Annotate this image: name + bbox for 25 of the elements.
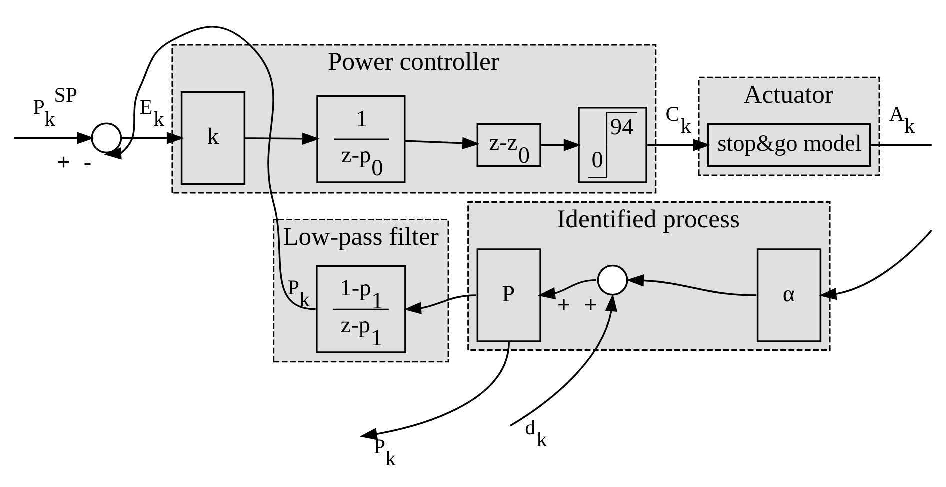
arrow xyxy=(819,229,932,300)
arrow xyxy=(244,132,320,145)
arrow xyxy=(646,138,711,151)
arrow xyxy=(14,132,95,144)
node-box: stop&go model xyxy=(707,122,872,167)
node-label: + xyxy=(557,292,571,318)
arrow xyxy=(121,132,184,144)
node-label: + xyxy=(584,292,598,318)
node-box: P xyxy=(476,248,542,342)
arrow xyxy=(360,341,510,440)
node-label: + xyxy=(57,150,70,176)
node-box: α xyxy=(756,248,822,342)
node-box: k xyxy=(180,90,246,185)
node-circle xyxy=(597,264,628,296)
connector xyxy=(870,144,932,146)
arrow xyxy=(510,293,618,426)
arrow xyxy=(538,278,596,300)
arrow xyxy=(404,294,477,314)
node-box: 94 0 xyxy=(578,106,648,183)
arrow xyxy=(104,26,316,310)
arrow xyxy=(626,274,757,296)
arrow xyxy=(540,138,582,151)
arrow xyxy=(405,136,480,149)
node-circle xyxy=(91,122,122,154)
node-label: - xyxy=(84,150,92,176)
